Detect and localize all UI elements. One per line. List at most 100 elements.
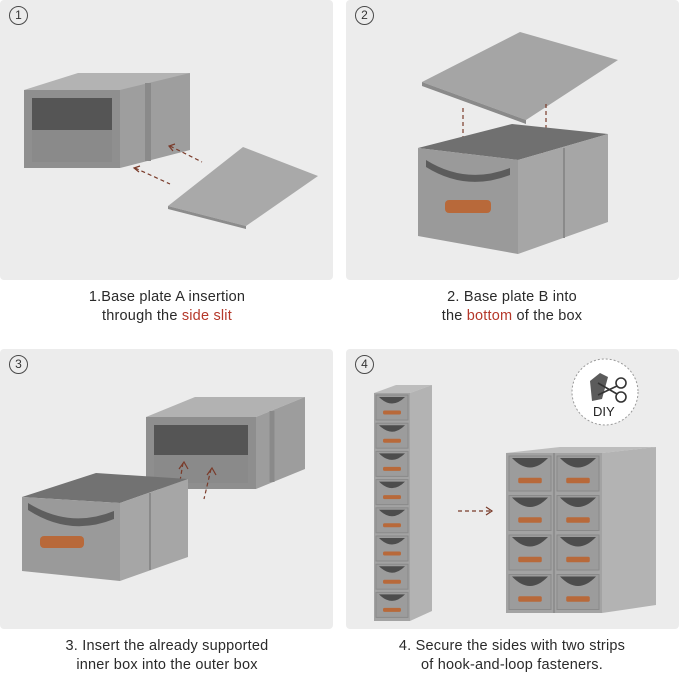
step-badge: 2 [355,6,374,25]
base-plate-b [422,32,618,120]
diy-label: DIY [593,404,615,419]
front-cutout [28,503,114,527]
step-3-illustration [22,397,305,581]
step-badge: 3 [9,355,28,374]
plate-edge [422,82,526,124]
outer-box-side [120,479,188,581]
drawer-handle [383,438,401,443]
arrow-line [134,167,171,185]
stacked-grid [506,447,656,613]
drawer-handle [383,551,401,556]
inner-box-top [146,397,305,417]
step-1-panel: 1 [0,0,333,280]
step-4-caption: 4. Secure the sides with two strips of h… [347,637,677,675]
arrow-line [177,462,184,494]
step-badge: 4 [355,355,374,374]
inner-box-floor [154,455,248,483]
drawer-cutout [379,509,405,517]
scissors-blade [597,382,618,395]
drawer-cutout [379,397,405,404]
front-cutout [426,160,510,182]
scissors-icon [615,377,627,389]
drawer-handle [383,579,401,584]
stacked-column [374,385,432,621]
drawer-handle [383,410,401,415]
column-top [374,385,432,393]
drawer-cutout [379,566,405,573]
caption-highlight: side slit [181,308,232,324]
box-inside [418,124,608,160]
caption-line-2: inner box into the outer box [2,656,332,675]
plate-edge [168,206,246,229]
caption-line-1: 2. Base plate B into [447,289,577,305]
drawer-handle [518,596,542,602]
column-drawers [375,394,409,618]
drawer-front [508,495,552,531]
drawer-handle [566,556,590,563]
drawer-cutout [512,497,548,507]
arrow-head [132,165,141,173]
base-plate-a [168,147,318,226]
drawer-cutout [560,458,596,468]
grid-top [506,447,656,453]
drawer-handle [383,466,401,471]
inner-box-side [256,397,305,489]
step-2-caption: 2. Base plate B into the bottom of the b… [347,288,677,326]
drawer-handle [566,477,590,484]
drawer-handle [566,596,590,602]
step-1-illustration [24,73,318,229]
drawer-handle [518,517,542,523]
caption-text: of the box [512,308,583,324]
caption-highlight: bottom [466,308,513,324]
tape-strip-icon [590,373,608,401]
column-side [410,385,432,621]
step-badge: 1 [9,6,28,25]
caption-line-1: 4. Secure the sides with two strips [398,638,626,654]
drawer-cutout [512,458,548,468]
drawer-cutout [560,576,596,586]
arrow-head [178,460,189,470]
diy-badge [571,358,639,426]
scissors-blade [597,385,618,396]
drawer-handle [383,523,401,528]
step-4-illustration [374,358,656,621]
arrow-line [203,468,212,500]
arrow-line [169,145,203,163]
arrow-head [167,143,176,152]
drawer-handle [383,607,401,612]
caption-text: inner box into the outer box [76,657,258,673]
step-3-caption: 3. Insert the already supported inner bo… [2,637,332,675]
drawer-cutout [560,497,596,507]
caption-line-1: 1.Base plate A insertion [88,289,246,305]
drawer-front [556,534,600,571]
drawer-handle [518,556,542,563]
drawer-cutout [379,425,405,432]
step-2-panel: 2 [346,0,679,280]
caption-text: the [441,308,467,324]
step-4-panel: 4 DIY [346,349,679,629]
caption-line-1: 3. Insert the already supported [65,638,269,654]
arrow-head [485,506,494,516]
handle [445,200,491,213]
scissors-ring [615,391,627,403]
drawer-cutout [379,594,405,601]
drawer-cutout [379,453,405,460]
caption-line-2: through the side slit [2,307,332,326]
drawer-cutout [560,537,596,547]
drawer-cutout [379,538,405,545]
caption-line-2: the bottom of the box [347,307,677,326]
step-3-panel: 3 [0,349,333,629]
step-2-illustration [418,32,618,254]
step-1-caption: 1.Base plate A insertion through the sid… [2,288,332,326]
handle [40,536,84,548]
drawer-handle [383,495,401,500]
box-inner-floor [32,130,112,162]
caption-text: of hook-and-loop fasteners. [421,657,603,673]
arrow-head [206,466,217,476]
drawer-handle [566,517,590,523]
drawer-cutout [512,537,548,547]
drawer-cutout [379,481,405,489]
caption-text: through the [102,308,182,324]
grid-side [602,447,656,613]
drawer-handle [518,477,542,484]
